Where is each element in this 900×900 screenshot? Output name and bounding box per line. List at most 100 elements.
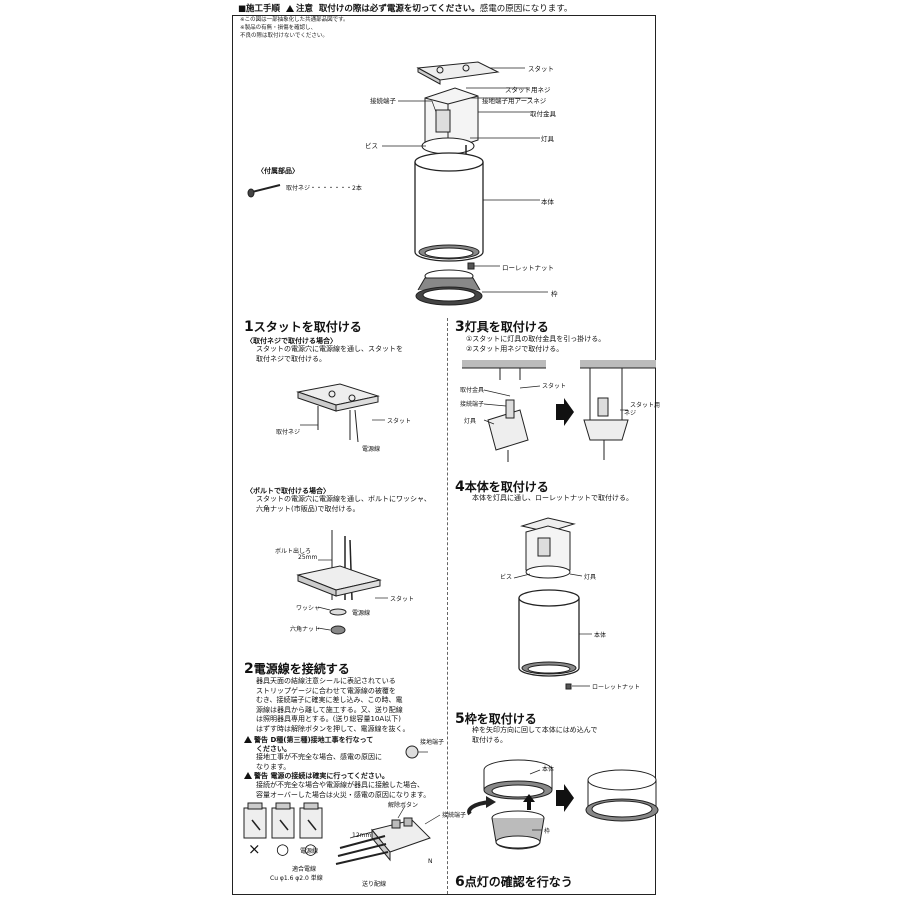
step5-label-body: 本体 bbox=[542, 766, 555, 773]
step2-label-terminal: 接続端子 bbox=[442, 812, 467, 819]
text-line: 接地工事が不完全な場合、感電の原因に bbox=[256, 753, 382, 761]
note-line: ※製品の有無・損傷を確認し、 bbox=[240, 25, 317, 31]
step3-label-stud-screw: スタット用 bbox=[630, 402, 661, 409]
header: ■施工手順 注意 取付けの際は必ず電源を切ってください。感電の原因になります。 bbox=[238, 2, 572, 14]
step1b-label-nut: 六角ナット bbox=[290, 626, 321, 633]
step2-label-n: N bbox=[428, 858, 433, 865]
label-terminal: 接続端子 bbox=[370, 97, 396, 105]
step1a-stud-drawing bbox=[296, 383, 385, 443]
step4-label-bis: ビス bbox=[500, 574, 513, 581]
step2-label-ground: 接地端子 bbox=[420, 739, 445, 746]
step1-title: 1スタットを取付ける bbox=[244, 318, 362, 335]
step1a-label-power: 電源線 bbox=[362, 446, 381, 453]
label-ground-screw: 接地端子用アースネジ bbox=[482, 97, 547, 105]
text-line: 接続が不完全な場合や電源線が器具に接触した場合、 bbox=[256, 781, 424, 789]
step1b-label-power: 電源線 bbox=[352, 610, 371, 617]
step3-label-stud-screw-2: ネジ bbox=[624, 410, 637, 417]
header-caution-label: 注意 bbox=[295, 4, 313, 14]
step2-title-text: 電源線を接続する bbox=[253, 662, 350, 676]
overview-stud-drawing bbox=[416, 61, 500, 85]
step3-ceiling-drawings bbox=[462, 360, 656, 462]
step1a-label-screw: 取付ネジ bbox=[276, 429, 301, 436]
label-bis: ビス bbox=[365, 142, 378, 150]
step5-title: 5枠を取付ける bbox=[455, 710, 537, 727]
step3-text: ①スタットに灯具の取付金具を引っ掛ける。 ②スタット用ネジで取付ける。 bbox=[466, 335, 605, 354]
text-line: 源線は器具から離して施工する。又、送り配線 bbox=[256, 705, 403, 714]
step3-title-text: 灯具を取付ける bbox=[464, 320, 549, 334]
accessories-title: 〈付属部品〉 bbox=[257, 167, 299, 175]
text-line: はずす時は解除ボタンを押して、電源線を抜く。 bbox=[256, 724, 410, 733]
step6-title: 6点灯の確認を行なう bbox=[455, 873, 573, 890]
text-line: 枠を矢印方向に回して本体にはめ込んで bbox=[472, 726, 598, 734]
step2-text: 器具天面の結線注意シールに表記されている ストリップゲージに合わせて電源線の被覆… bbox=[256, 677, 409, 734]
notes: ※この図は一部抽象化した共通部品図です。 ※製品の有無・損傷を確認し、 不良の際… bbox=[240, 16, 349, 40]
step1-sub-b: 〈ボルトで取付ける場合〉 bbox=[246, 487, 330, 495]
text-line: スタットの電源穴に電源線を通し、ボルトにワッシャ、 bbox=[256, 495, 431, 503]
label-bracket: 取付金具 bbox=[530, 110, 556, 118]
step4-number: 4 bbox=[455, 479, 465, 495]
warning-title: 電源の接続は確実に行ってください。 bbox=[270, 772, 389, 780]
step4-title-text: 本体を取付ける bbox=[464, 480, 549, 494]
warning-icon bbox=[244, 772, 252, 779]
step5-result-drawing bbox=[585, 769, 659, 822]
step5-number: 5 bbox=[455, 711, 465, 727]
step1b-stud-drawing bbox=[296, 530, 388, 635]
step2-label-wire: 適合電線 bbox=[292, 866, 317, 873]
step1-text-a: スタットの電源穴に電源線を通し、スタットを 取付ネジで取付ける。 bbox=[256, 345, 403, 364]
step5-label-frame: 枠 bbox=[544, 828, 551, 835]
step1b-label-bolt: ボルト出しろ bbox=[275, 548, 312, 555]
arrow-right-icon bbox=[556, 784, 574, 812]
step1-sub-a: 〈取付ネジで取付ける場合〉 bbox=[246, 337, 337, 345]
step1b-label-bolt-len: 25mm bbox=[298, 554, 318, 561]
step1-title-text: スタットを取付ける bbox=[253, 320, 362, 334]
step1b-label-washer: ワッシャ bbox=[296, 605, 321, 612]
note-line: ※この図は一部抽象化した共通部品図です。 bbox=[240, 17, 349, 23]
label-body: 本体 bbox=[541, 198, 554, 206]
warning-head: 警告 bbox=[254, 736, 268, 744]
label-fixture: 灯具 bbox=[541, 135, 554, 143]
step3-title: 3灯具を取付ける bbox=[455, 318, 549, 335]
note-line: 不良の際は取付けないでください。 bbox=[240, 33, 328, 39]
text-line: スタットの電源穴に電源線を通し、スタットを bbox=[256, 345, 403, 353]
step4-label-nut: ローレットナット bbox=[592, 684, 641, 691]
label-frame: 枠 bbox=[551, 290, 558, 298]
step3-label-terminal: 接続端子 bbox=[460, 401, 485, 408]
overview-body-drawing bbox=[414, 152, 484, 270]
label-stud-screw: スタット用ネジ bbox=[505, 86, 551, 94]
text-line: 取付ける。 bbox=[472, 735, 507, 744]
mark-ok: ○ bbox=[304, 840, 318, 858]
step4-label-body: 本体 bbox=[594, 632, 607, 639]
text-line: 容量オーバーした場合は火災・感電の原因になります。 bbox=[256, 790, 431, 799]
arrow-up-icon bbox=[523, 794, 535, 810]
warning-head: 警告 bbox=[254, 772, 268, 780]
header-title: ■施工手順 bbox=[238, 4, 281, 14]
text-line: ①スタットに灯具の取付金具を引っ掛ける。 bbox=[466, 335, 606, 343]
step2-terminal-drawings bbox=[243, 745, 441, 865]
step3-number: 3 bbox=[455, 319, 465, 335]
overview-frame-drawing bbox=[415, 269, 483, 306]
step5-frame-drawing bbox=[467, 759, 553, 850]
step6-number: 6 bbox=[455, 874, 465, 890]
step5-title-text: 枠を取付ける bbox=[464, 712, 537, 726]
text-line: 取付ネジで取付ける。 bbox=[256, 354, 326, 363]
warning-icon bbox=[285, 5, 294, 12]
step2-warning-1-cont: ください。 bbox=[256, 745, 291, 753]
step4-text: 本体を灯具に通し、ローレットナットで取付ける。 bbox=[472, 494, 633, 502]
warning-title: D種(第三種)接地工事を行なって bbox=[270, 736, 374, 744]
step1-text-b: スタットの電源穴に電源線を通し、ボルトにワッシャ、 六角ナット(市販品)で取付け… bbox=[256, 495, 431, 514]
text-line: むき、接続端子に確実に差し込み、この時、電 bbox=[256, 696, 403, 704]
step2-number: 2 bbox=[244, 661, 254, 677]
column-divider bbox=[447, 318, 448, 894]
label-stud: スタット bbox=[528, 65, 554, 73]
step1-number: 1 bbox=[244, 319, 254, 335]
text-line: ②スタット用ネジで取付ける。 bbox=[466, 344, 564, 353]
step3-label-stud: スタット bbox=[542, 383, 567, 390]
overview-fixture-drawing bbox=[421, 87, 479, 160]
step2-label-release: 解除ボタン bbox=[388, 802, 419, 809]
text-line: 六角ナット(市販品)で取付ける。 bbox=[256, 504, 360, 513]
arrow-right-icon bbox=[556, 398, 574, 426]
step3-label-fixture: 灯具 bbox=[464, 418, 477, 425]
step1a-label-stud: スタット bbox=[387, 418, 412, 425]
step2-title: 2電源線を接続する bbox=[244, 660, 350, 677]
